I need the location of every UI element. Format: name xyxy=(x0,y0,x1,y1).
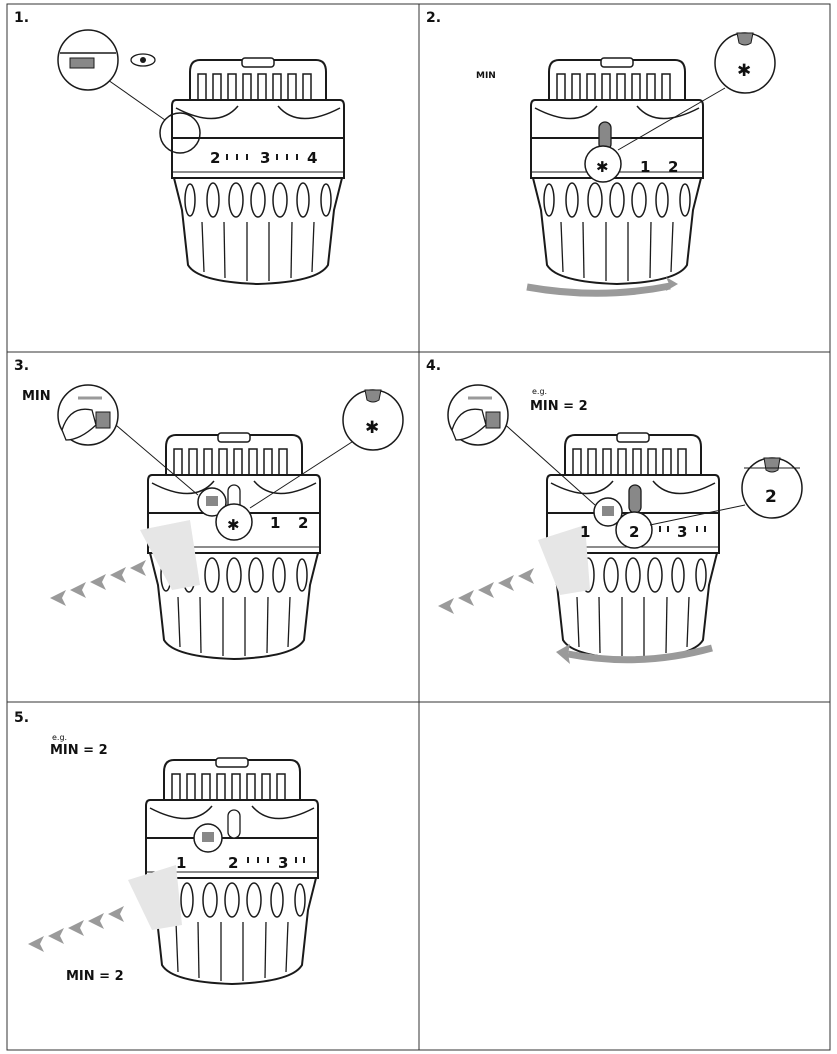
dial-number: 3 xyxy=(677,523,687,541)
zoom-circle: ✱ xyxy=(714,32,776,94)
svg-text:✱: ✱ xyxy=(365,418,379,438)
dial-number: 4 xyxy=(307,149,317,167)
zoom-circle: 2 xyxy=(741,457,803,519)
zoom-circle xyxy=(57,29,119,91)
dial-number: 2 xyxy=(629,523,639,541)
dial-number: 1 xyxy=(270,514,280,532)
panel-1: 1. 2 3 4 xyxy=(14,10,345,285)
finger-press-icon xyxy=(447,384,509,446)
step-number: 2. xyxy=(426,10,441,26)
dial-number: 2 xyxy=(210,149,220,167)
eye-icon xyxy=(130,53,156,67)
panel-3: 3. MIN ✱ 1 2 ✱ xyxy=(14,358,404,660)
panel-2: 2. MIN ✱ 1 2 ✱ xyxy=(426,10,776,297)
step-number: 4. xyxy=(426,358,441,374)
dial-number: 2 xyxy=(298,514,308,532)
panel-grid xyxy=(6,3,831,1051)
dial-number: 1 xyxy=(640,158,650,176)
detail-circle xyxy=(159,112,201,154)
svg-text:2: 2 xyxy=(765,487,777,507)
eg-label: e.g. xyxy=(52,733,67,742)
eg-label: e.g. xyxy=(532,387,547,396)
dial-number: 3 xyxy=(260,149,270,167)
rotate-arrow-icon xyxy=(556,644,713,664)
finger-press-icon xyxy=(57,384,119,446)
min-label: MIN xyxy=(22,389,51,404)
panel-4: 4. e.g. MIN = 2 1 2 3 2 xyxy=(426,358,803,664)
step-number: 5. xyxy=(14,710,29,726)
snowflake-mark: ✱ xyxy=(596,158,609,176)
dial-number: 3 xyxy=(278,854,288,872)
step-number: 1. xyxy=(14,10,29,26)
push-arrow-icon xyxy=(28,906,124,952)
dial-number: 2 xyxy=(668,158,678,176)
push-arrow-icon xyxy=(50,560,146,606)
dial-number: 1 xyxy=(580,523,590,541)
min-label: MIN xyxy=(476,71,496,81)
min-label: MIN = 2 xyxy=(50,743,108,758)
svg-text:✱: ✱ xyxy=(737,61,751,81)
min-label: MIN = 2 xyxy=(530,399,588,414)
step-number: 3. xyxy=(14,358,29,374)
snowflake-mark: ✱ xyxy=(227,516,240,534)
min-caption: MIN = 2 xyxy=(66,969,124,984)
dial-number: 2 xyxy=(228,854,238,872)
dial-number: 1 xyxy=(176,854,186,872)
rotate-arrow-icon xyxy=(526,277,678,297)
zoom-circle: ✱ xyxy=(342,389,404,451)
panel-5: 5. e.g. MIN = 2 1 2 3 MIN = 2 xyxy=(14,710,319,985)
push-arrow-icon xyxy=(438,568,534,614)
